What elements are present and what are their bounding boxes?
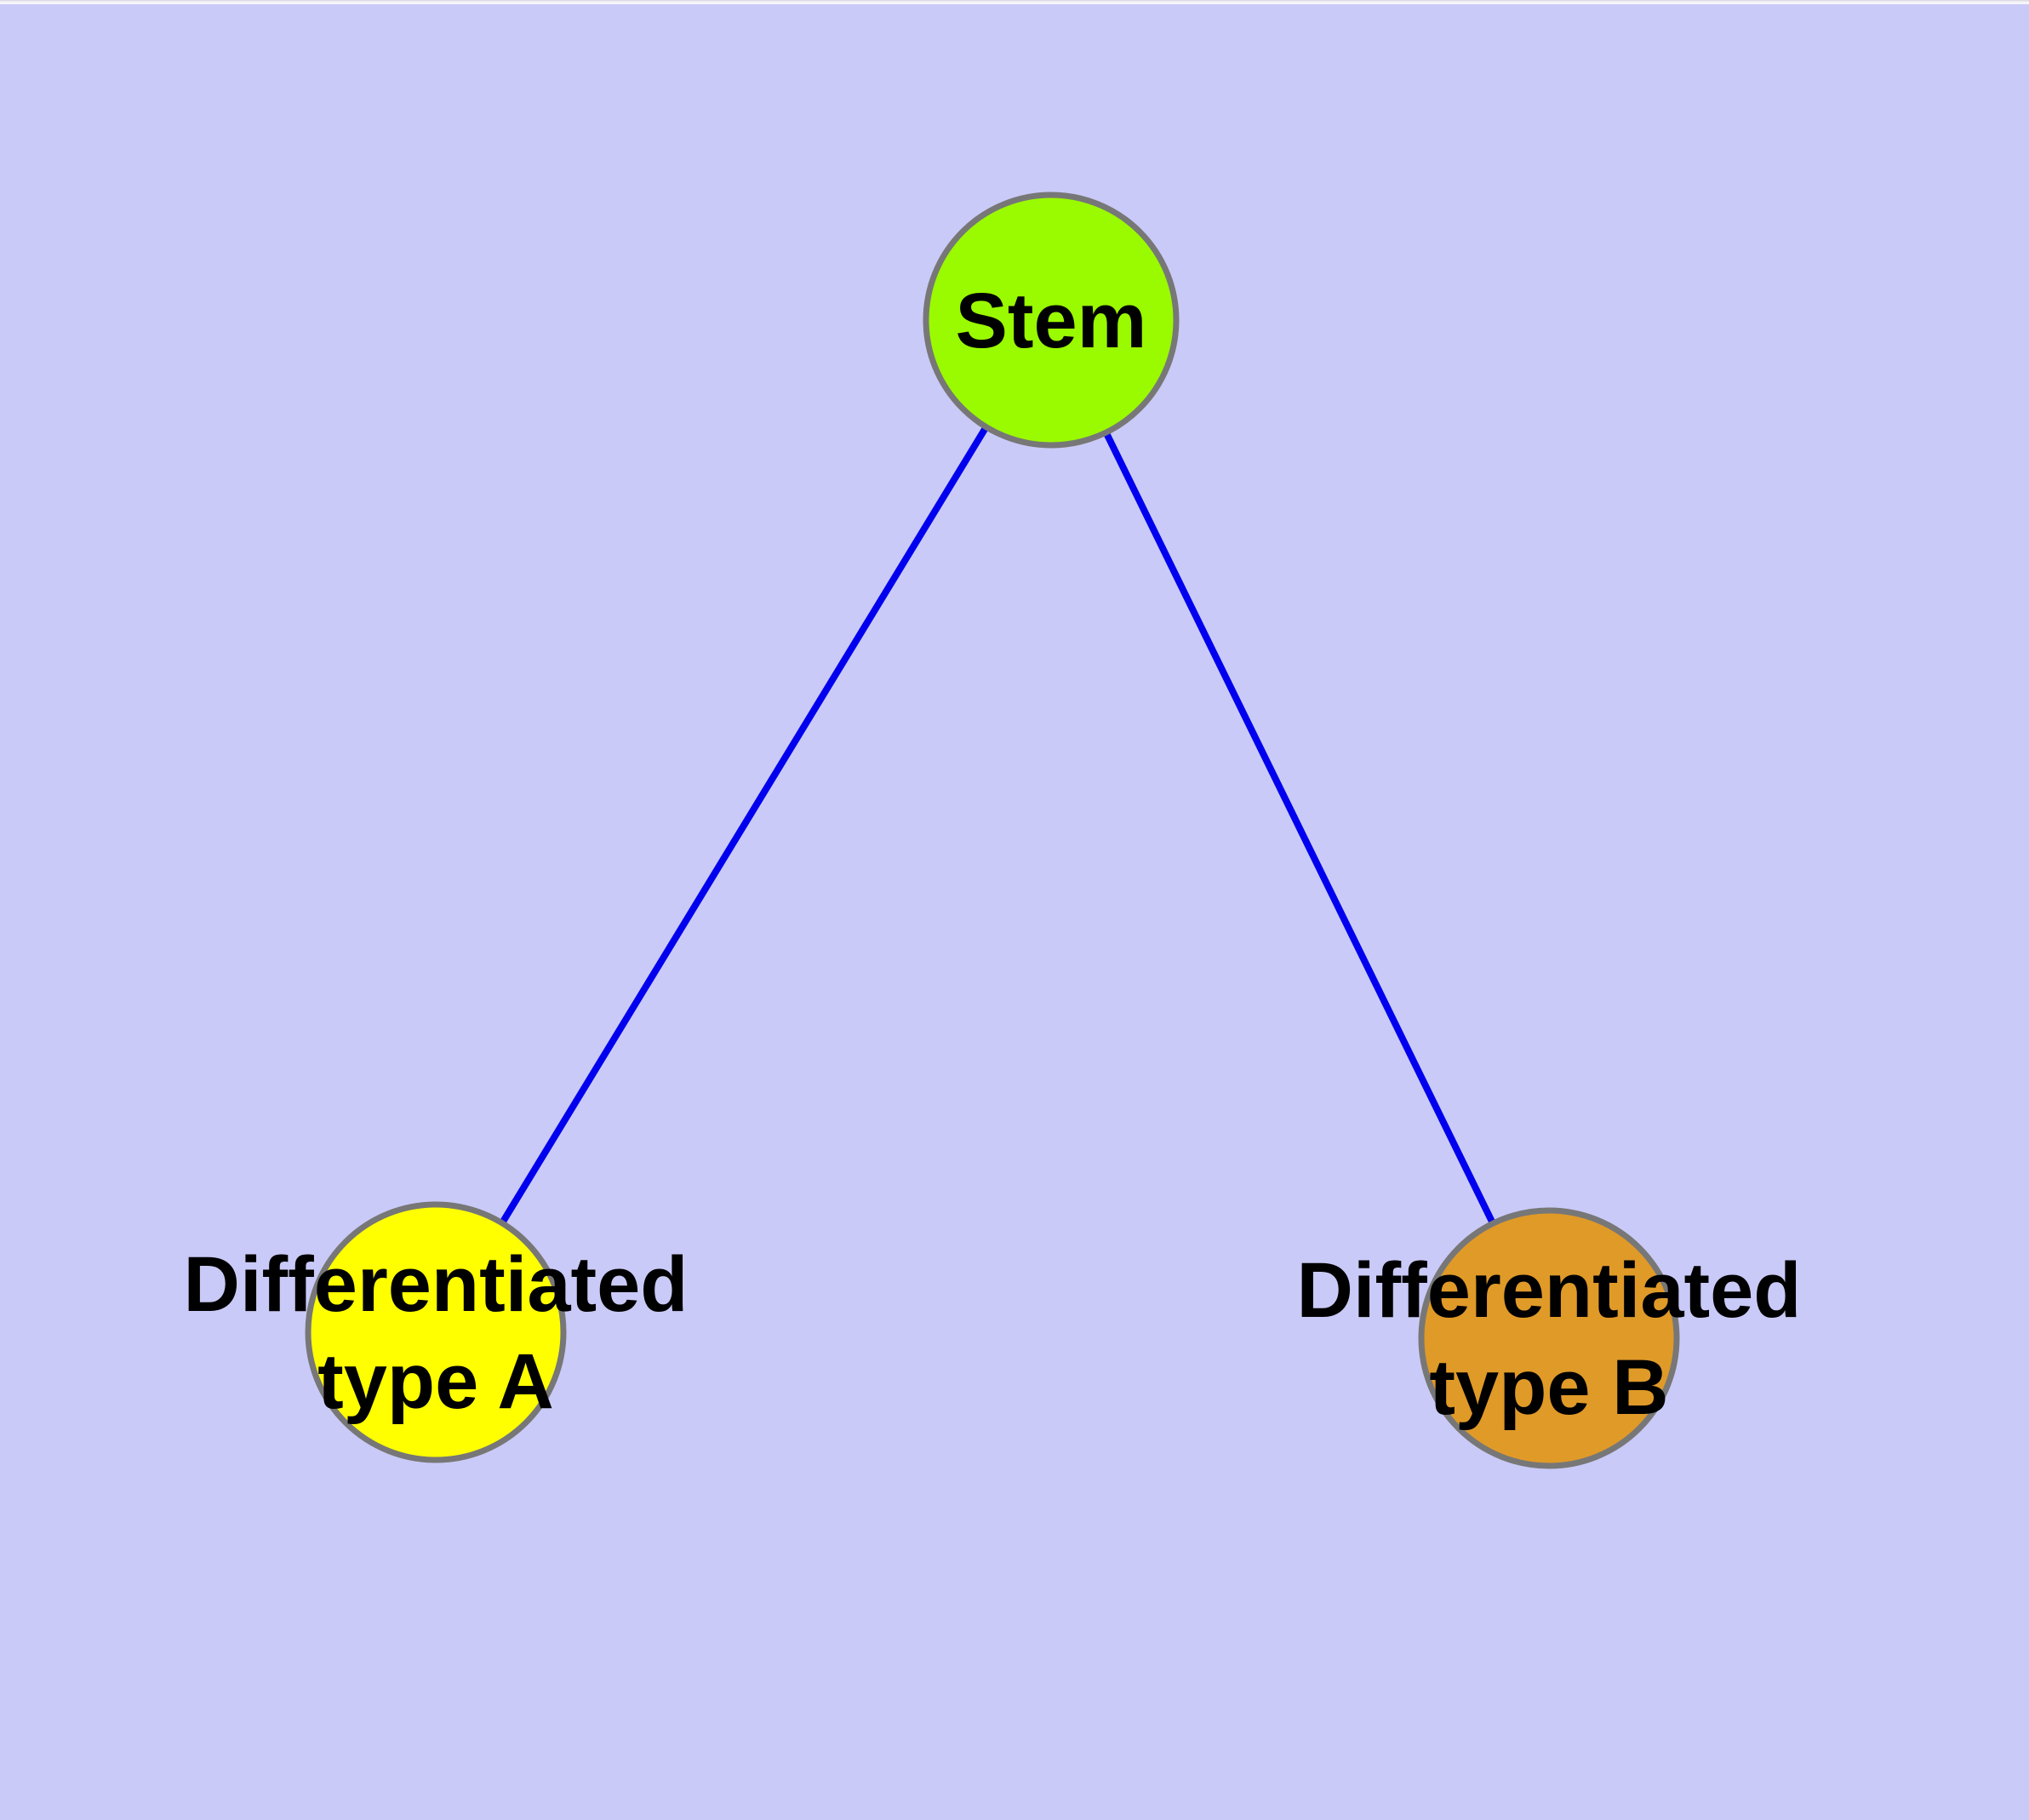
nodes-layer bbox=[305, 192, 1680, 1469]
node-differentiated-type-a bbox=[305, 1201, 567, 1463]
edges-layer bbox=[432, 318, 1552, 1340]
edge-stem-to-differentiated-type-b bbox=[1048, 318, 1552, 1340]
node-differentiated-type-b bbox=[1418, 1207, 1680, 1469]
edge-stem-to-differentiated-type-a bbox=[432, 318, 1055, 1335]
node-label-stem: Stem bbox=[956, 278, 1147, 364]
top-strip bbox=[0, 1, 2029, 4]
top-strip-border bbox=[0, 0, 2029, 2]
node-stem bbox=[923, 192, 1180, 449]
